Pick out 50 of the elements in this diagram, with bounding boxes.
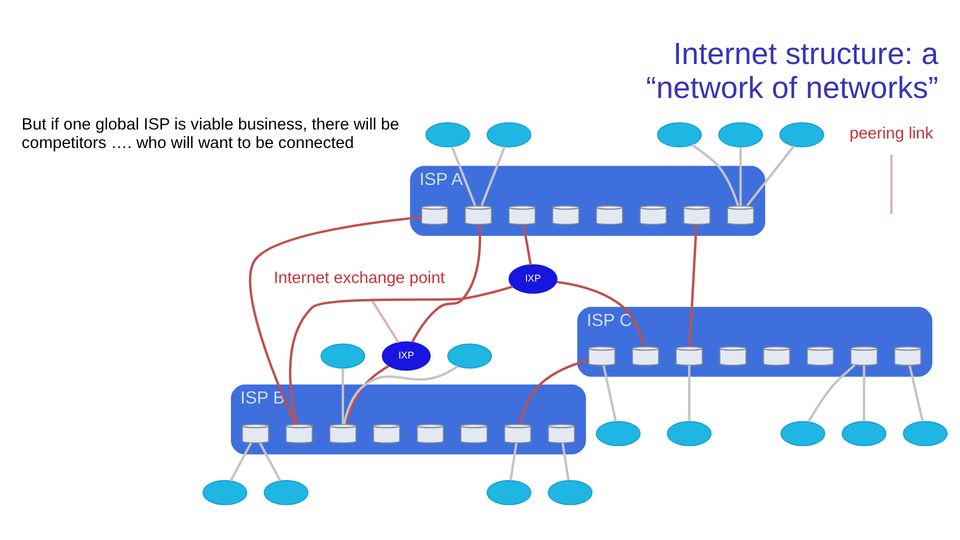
connector <box>808 364 856 422</box>
connector <box>522 224 532 266</box>
node-ellipse: IXP <box>508 264 558 294</box>
node-cloud <box>779 122 824 148</box>
diagram-title: Internet structure: a “network of networks” <box>646 37 938 106</box>
connector <box>249 216 422 424</box>
connector <box>230 442 252 482</box>
connector <box>370 298 400 344</box>
connector <box>450 146 476 206</box>
connector <box>556 280 646 347</box>
node-ellipse: IXP <box>382 341 431 371</box>
node-cloud <box>425 122 470 148</box>
connector <box>289 286 514 425</box>
node-cloud <box>596 421 641 446</box>
node-cloud <box>320 343 366 369</box>
connector <box>688 366 690 422</box>
cluster: ISP C <box>577 306 932 377</box>
connector <box>509 442 518 481</box>
connector <box>691 144 740 206</box>
connector <box>862 366 866 422</box>
node-cloud <box>447 343 492 369</box>
node-cloud <box>902 421 948 446</box>
connector <box>562 442 570 481</box>
connector <box>480 146 506 206</box>
node-cloud <box>486 480 532 506</box>
node-cloud <box>486 122 532 148</box>
connector <box>602 365 617 422</box>
node-cloud <box>842 421 886 446</box>
connector <box>258 442 282 482</box>
connector <box>739 147 742 206</box>
node-cloud <box>718 122 763 148</box>
node-cloud <box>657 122 702 148</box>
node-cloud <box>202 480 248 506</box>
connector <box>344 364 390 424</box>
node-text: Internet exchange point <box>274 268 445 287</box>
connector <box>688 224 698 347</box>
node-cloud <box>780 421 826 446</box>
connector <box>342 365 458 424</box>
node-cloud <box>264 480 308 506</box>
connector <box>518 359 589 424</box>
cluster: ISP A <box>410 166 766 236</box>
connector <box>908 365 924 422</box>
connector <box>342 368 344 424</box>
label: But if one global ISP is viable business, there will be competitors …. who will want to be connected <box>22 115 400 152</box>
connector <box>746 145 795 206</box>
node-text: peering link <box>849 124 934 143</box>
connector <box>890 154 893 214</box>
node-cloud <box>666 421 712 446</box>
connector <box>411 224 482 343</box>
node-cloud <box>548 480 593 506</box>
